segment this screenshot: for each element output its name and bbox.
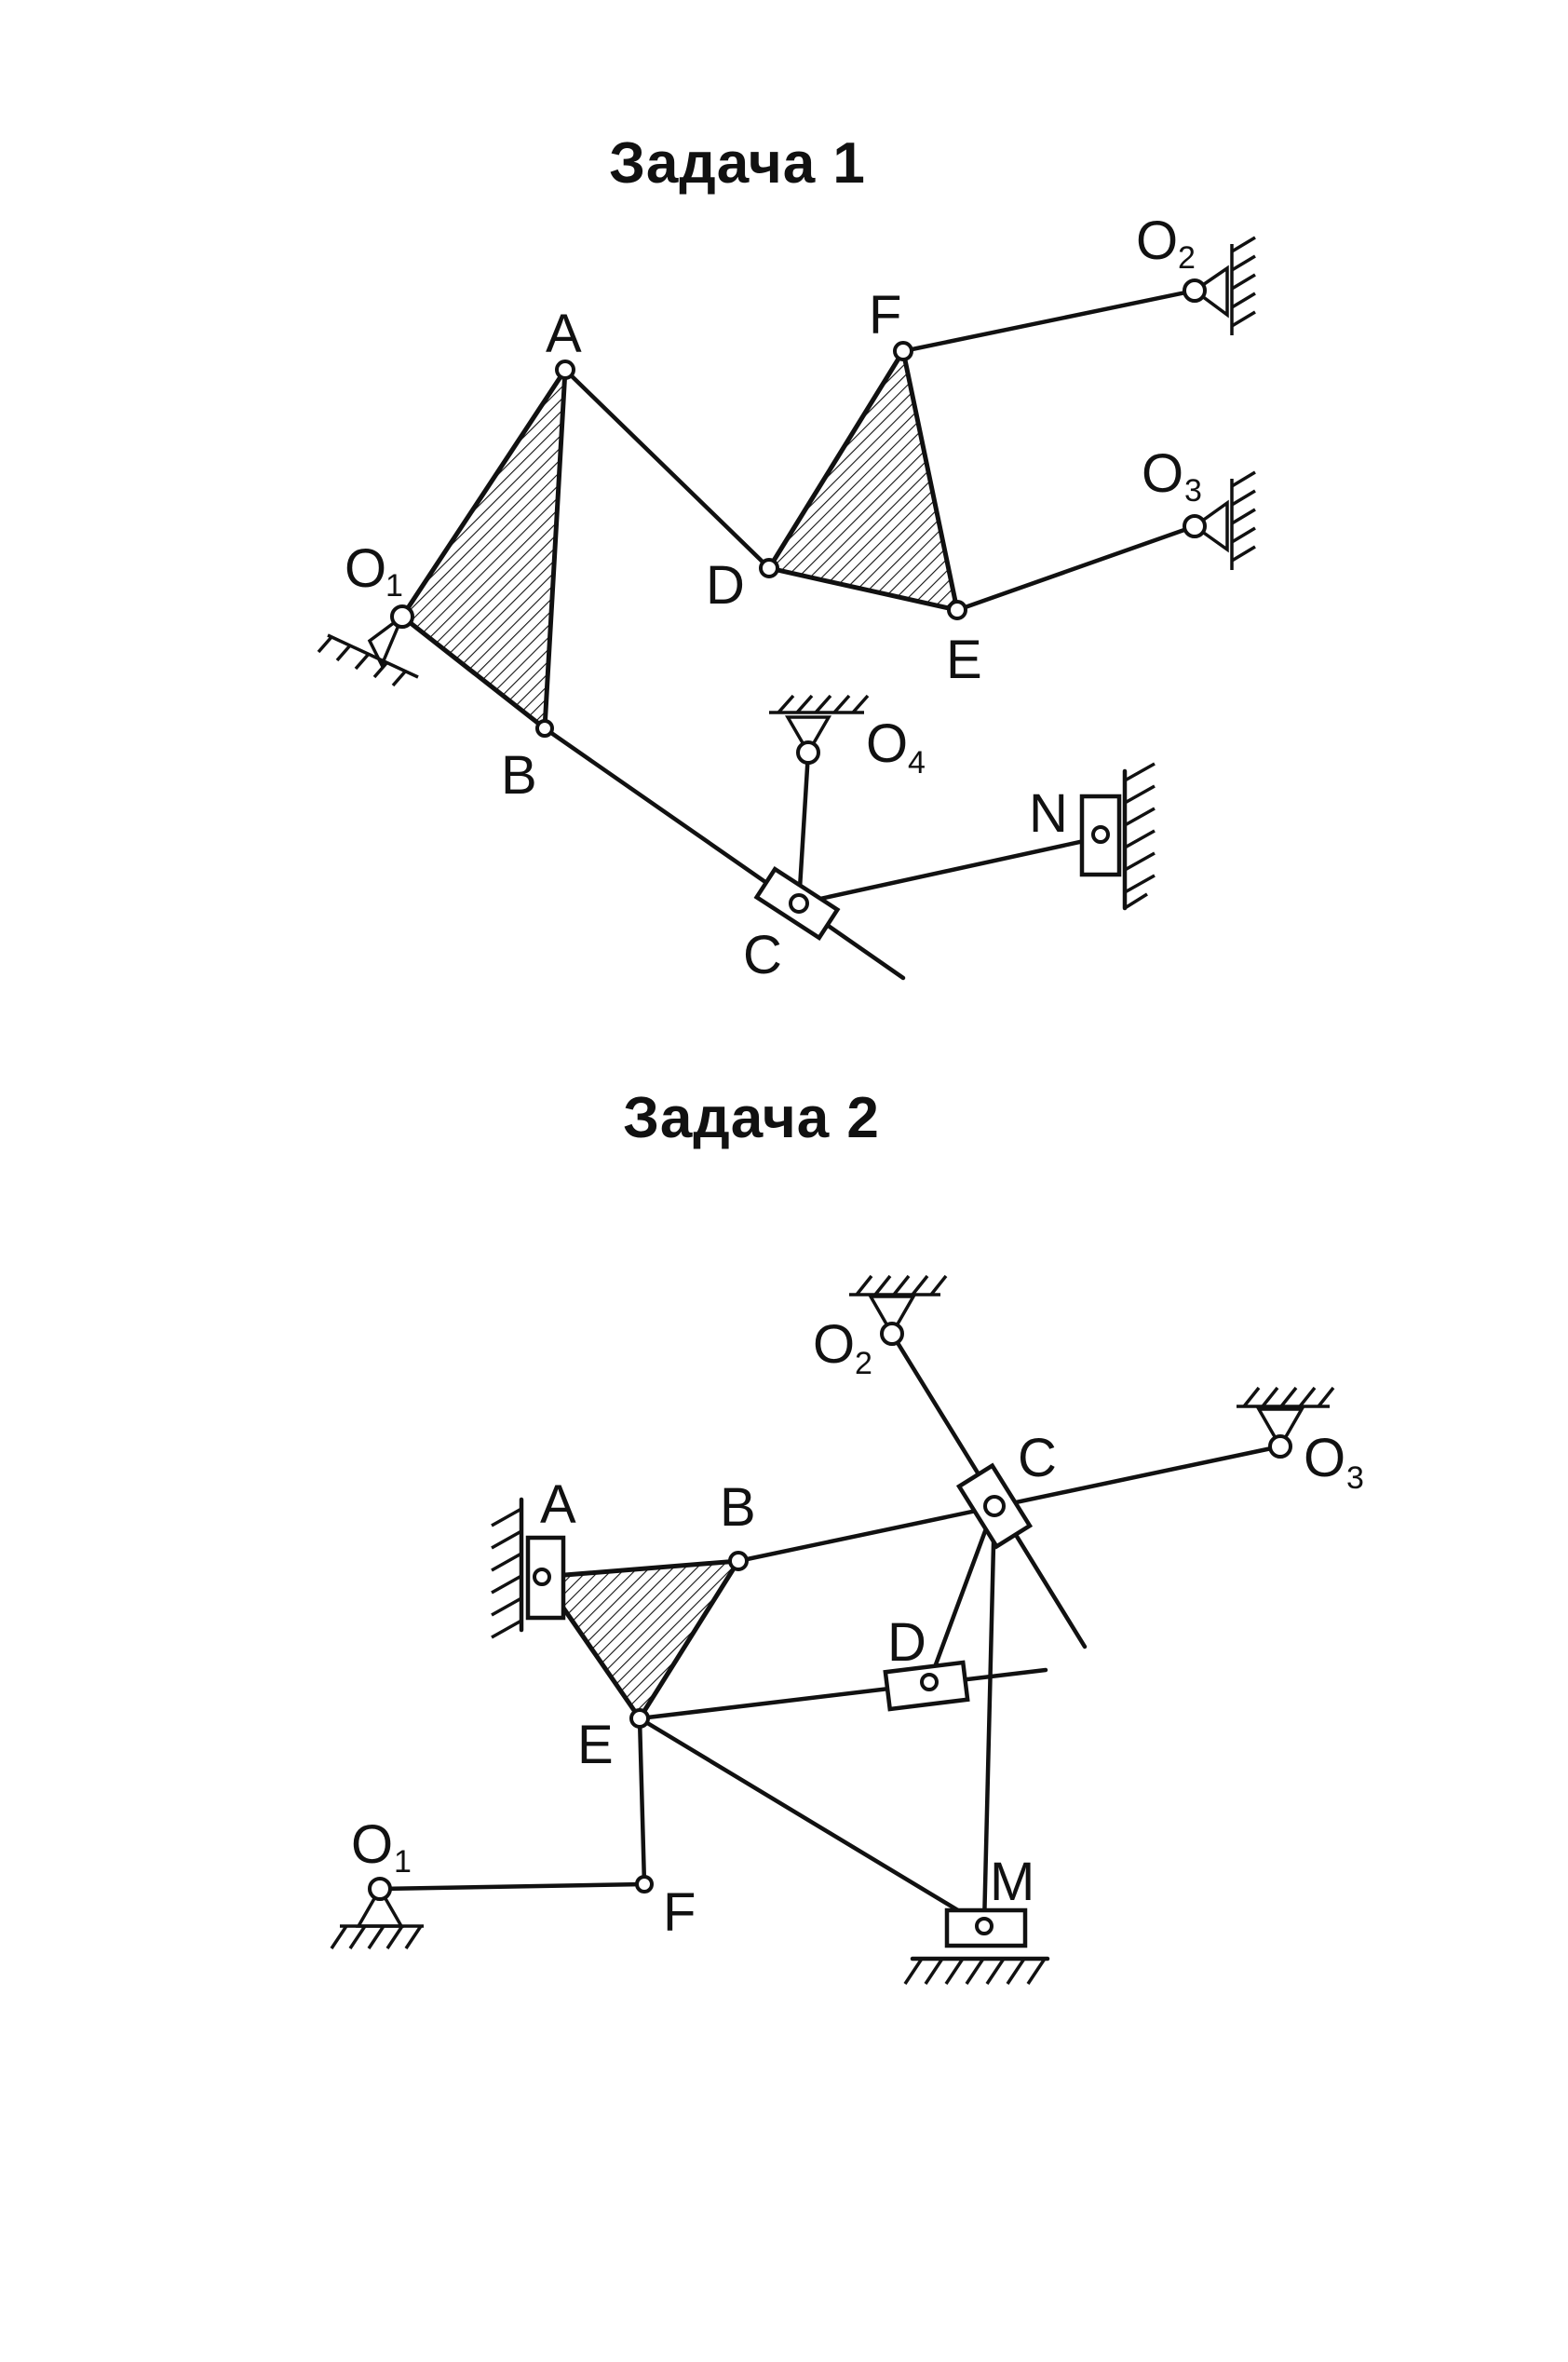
task1-joint-O3 <box>1183 514 1207 538</box>
task2-joint-E <box>629 1708 650 1729</box>
task1-label-O4-sub: 4 <box>908 745 926 781</box>
task1-label-B: B <box>501 745 537 806</box>
task1-joint-C <box>789 893 809 914</box>
task2-support-O2 <box>849 1274 948 1337</box>
task2-label-O2-sub: 2 <box>855 1346 872 1381</box>
task1-label-O1-sub: 1 <box>385 568 403 604</box>
task2-label-A: A <box>540 1474 576 1535</box>
task2-label-F: F <box>663 1882 696 1943</box>
task1-plate-DFE <box>765 345 961 614</box>
task2-link-EM <box>637 1716 987 1929</box>
task2-joint-D <box>920 1673 939 1691</box>
task2-label-O3-sub: 3 <box>1346 1460 1364 1496</box>
task1-plate-O1AB <box>399 360 569 733</box>
task1-support-O4 <box>769 694 870 756</box>
task1-label-O4: O <box>866 713 908 774</box>
task1-label-N: N <box>1029 783 1068 844</box>
task1-link-O4C <box>796 750 811 906</box>
task1-label-C: C <box>743 925 782 985</box>
task1-label-O3-sub: 3 <box>1184 473 1202 509</box>
task1-label-D: D <box>706 555 745 616</box>
task1-link-CN <box>796 834 1108 906</box>
task2-joint-O1 <box>368 1877 392 1901</box>
task2-plate-ABE <box>537 1558 743 1723</box>
task1-joint-N <box>1091 825 1110 844</box>
task2-ground-M <box>903 1956 1050 1985</box>
task1-joint-E <box>947 600 967 620</box>
task2-joint-F <box>635 1875 654 1894</box>
task1-label-O2: O <box>1136 210 1178 271</box>
task1-label-F: F <box>869 285 901 346</box>
task1-guide-BC <box>542 726 906 981</box>
task1-joint-O4 <box>796 740 820 765</box>
task2-label-M: M <box>990 1852 1034 1912</box>
task2-joint-M <box>975 1917 994 1935</box>
task2-support-O1 <box>330 1885 424 1949</box>
task2-joint-O2 <box>880 1322 904 1346</box>
task1-joint-O2 <box>1183 278 1207 303</box>
task2-label-O1-sub: 1 <box>394 1844 412 1880</box>
task1-joint-D <box>759 558 779 578</box>
task1-diagram: A B C D E F N O 1 O 2 O 3 O 4 <box>317 210 1256 985</box>
task2-wall-A <box>491 1497 524 1639</box>
task2-link-CM <box>981 1503 997 1929</box>
task1-wall-N <box>1122 762 1156 911</box>
task2-joint-A <box>533 1568 551 1586</box>
task2-diagram: A B C D E F M O 1 O 2 O 3 <box>330 1274 1364 1985</box>
task2-label-D: D <box>887 1612 926 1673</box>
task2-label-O3: O <box>1304 1428 1345 1488</box>
task1-joint-A <box>555 360 575 380</box>
task2-label-C: C <box>1018 1428 1057 1488</box>
task1-label-O3: O <box>1142 443 1183 504</box>
task1-support-O1 <box>317 611 419 687</box>
task2-support-O3 <box>1237 1386 1335 1450</box>
task2-link-O1F <box>377 1881 647 1892</box>
task1-link-AD <box>562 367 772 571</box>
task1-title: Задача 1 <box>609 131 866 196</box>
task1-link-EO3 <box>954 523 1197 613</box>
task2-label-O1: O <box>351 1814 393 1875</box>
task1-label-E: E <box>946 630 982 690</box>
task1-label-O2-sub: 2 <box>1178 240 1196 276</box>
task1-label-A: A <box>546 304 582 364</box>
task1-joint-B <box>535 719 554 738</box>
task2-slider-M <box>944 1907 1028 1948</box>
task2-link-CD <box>926 1503 997 1685</box>
task2-label-O2: O <box>813 1314 855 1375</box>
task2-title: Задача 2 <box>623 1086 880 1150</box>
task1-link-FO2 <box>900 288 1197 354</box>
task2-joint-B <box>728 1551 749 1571</box>
task2-joint-O3 <box>1268 1434 1292 1459</box>
task2-joint-C <box>983 1495 1006 1517</box>
task2-guide-ED <box>637 1667 1048 1721</box>
task2-link-EF <box>637 1716 647 1887</box>
task1-label-O1: O <box>345 538 386 599</box>
task2-label-E: E <box>577 1715 614 1775</box>
task1-joint-F <box>893 341 913 361</box>
task1-joint-O1 <box>390 604 414 629</box>
task2-label-B: B <box>720 1477 756 1538</box>
task1-support-O3 <box>1191 470 1256 570</box>
task1-support-O2 <box>1191 236 1256 335</box>
